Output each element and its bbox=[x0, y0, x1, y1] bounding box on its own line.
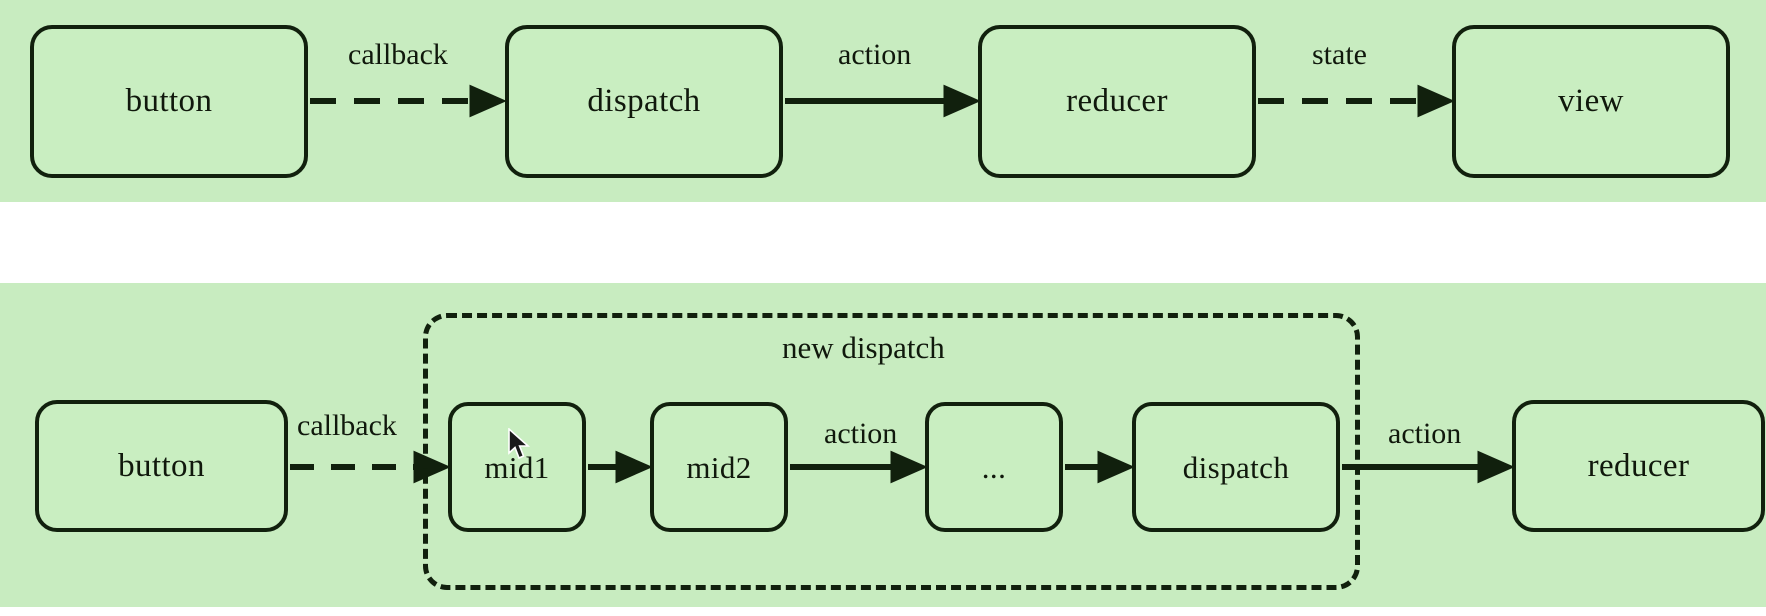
edge-label-callback-top: callback bbox=[348, 38, 448, 71]
node-reducer-top[interactable]: reducer bbox=[978, 25, 1256, 178]
edge-label-state-top: state bbox=[1312, 38, 1367, 71]
edge-label-action-1-bottom: action bbox=[824, 417, 898, 450]
node-view-top[interactable]: view bbox=[1452, 25, 1730, 178]
node-label: reducer bbox=[1066, 83, 1168, 119]
node-label: dispatch bbox=[587, 83, 701, 119]
node-mid1[interactable]: mid1 bbox=[448, 402, 586, 532]
node-button-bottom[interactable]: button bbox=[35, 400, 288, 532]
new-dispatch-group-box bbox=[423, 313, 1360, 590]
node-label: mid2 bbox=[686, 449, 752, 485]
node-mid2[interactable]: mid2 bbox=[650, 402, 788, 532]
node-label: reducer bbox=[1587, 447, 1690, 484]
node-ellipsis[interactable]: ... bbox=[925, 402, 1063, 532]
bottom-diagram-panel bbox=[0, 283, 1766, 607]
node-reducer-bottom[interactable]: reducer bbox=[1512, 400, 1765, 532]
node-dispatch-top[interactable]: dispatch bbox=[505, 25, 783, 178]
edge-label-action-top: action bbox=[838, 38, 912, 71]
edge-label-callback-bottom: callback bbox=[297, 409, 397, 442]
node-label: view bbox=[1558, 83, 1624, 119]
new-dispatch-group-label: new dispatch bbox=[782, 330, 945, 365]
edge-label-action-2-bottom: action bbox=[1388, 417, 1462, 450]
node-button-top[interactable]: button bbox=[30, 25, 308, 178]
node-label: button bbox=[125, 83, 213, 119]
node-label: mid1 bbox=[484, 449, 550, 485]
node-label: button bbox=[118, 447, 205, 484]
node-label: dispatch bbox=[1182, 449, 1290, 485]
node-label: ... bbox=[981, 449, 1007, 485]
node-dispatch-bottom[interactable]: dispatch bbox=[1132, 402, 1340, 532]
